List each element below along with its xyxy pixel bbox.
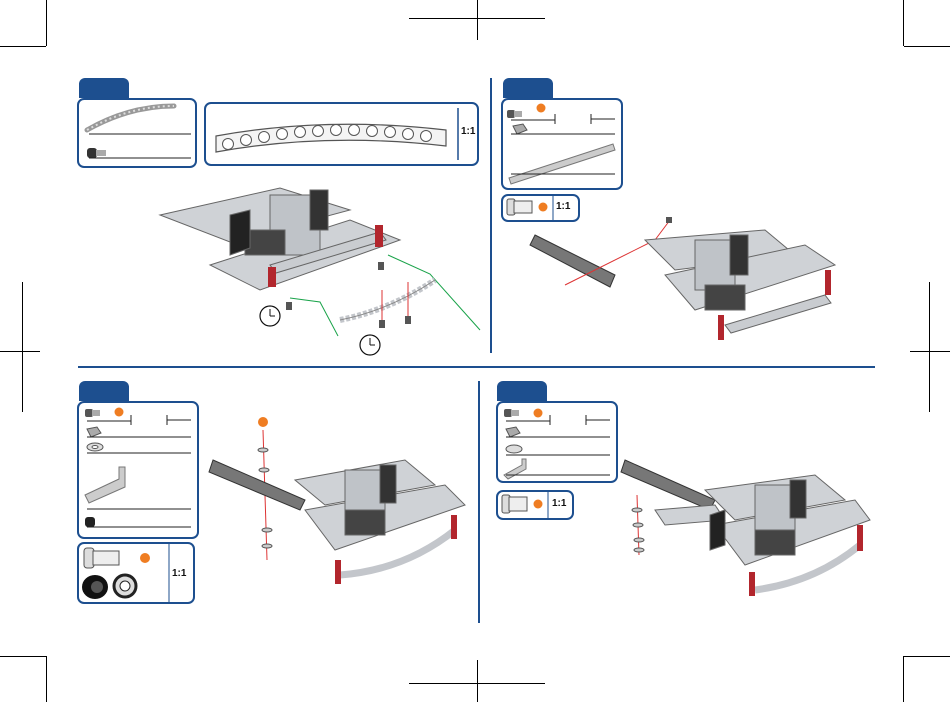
chassis-assembly-diagram <box>525 215 845 345</box>
bolt-icon <box>502 495 527 513</box>
bracket-icon <box>504 459 526 479</box>
vertical-divider-top <box>490 78 492 353</box>
parts-box <box>496 401 618 483</box>
step-tab <box>79 78 129 98</box>
crop-mark <box>904 656 950 657</box>
scale-label: 1:1 <box>556 201 570 212</box>
spacer-icon <box>85 517 95 527</box>
curved-strip-scale-icon <box>206 104 477 164</box>
scale-label: 1:1 <box>461 126 475 137</box>
registration-mark <box>22 282 23 412</box>
chassis-assembly-diagram <box>615 450 875 610</box>
spacer-icon <box>82 575 108 599</box>
vertical-divider-bottom <box>478 381 480 623</box>
crop-mark <box>903 656 904 702</box>
clock-icon <box>360 335 380 355</box>
step-tab <box>497 381 547 401</box>
registration-mark <box>477 660 478 702</box>
step-tab <box>503 78 553 98</box>
registration-mark <box>0 351 40 352</box>
parts-list <box>498 403 616 481</box>
washer-icon <box>114 575 136 597</box>
bolt-icon <box>85 409 100 417</box>
registration-mark <box>477 0 478 40</box>
bolt-icon <box>504 409 519 417</box>
bolt-icon <box>87 148 106 158</box>
parts-list <box>79 403 197 537</box>
scale-strip-box <box>204 102 479 166</box>
registration-mark <box>929 282 930 412</box>
washer-icon <box>506 445 522 453</box>
crop-mark <box>903 0 904 46</box>
parts-box <box>77 401 199 539</box>
washer-icon <box>87 443 103 451</box>
horizontal-divider <box>78 366 875 368</box>
registration-mark <box>910 351 950 352</box>
chassis-assembly-diagram <box>150 170 450 350</box>
nut-icon <box>506 427 520 437</box>
curved-strip-icon <box>79 100 195 166</box>
parts-box <box>77 98 197 168</box>
bolt-icon <box>507 199 532 215</box>
strip-icon <box>509 144 615 184</box>
crop-mark <box>46 656 47 702</box>
crop-mark <box>46 0 47 46</box>
bolt-icon <box>507 110 522 118</box>
chassis-assembly-diagram <box>205 410 465 590</box>
crop-mark <box>0 46 46 47</box>
scale-label: 1:1 <box>172 568 186 579</box>
crop-mark <box>0 656 46 657</box>
bracket-icon <box>85 467 125 503</box>
bolt-icon <box>84 548 119 568</box>
scale-label: 1:1 <box>552 498 566 509</box>
step-tab <box>79 381 129 401</box>
clock-icon <box>260 306 280 326</box>
nut-icon <box>513 124 527 134</box>
parts-box <box>501 98 623 190</box>
nut-icon <box>87 427 101 437</box>
crop-mark <box>904 46 950 47</box>
parts-list <box>503 100 621 188</box>
